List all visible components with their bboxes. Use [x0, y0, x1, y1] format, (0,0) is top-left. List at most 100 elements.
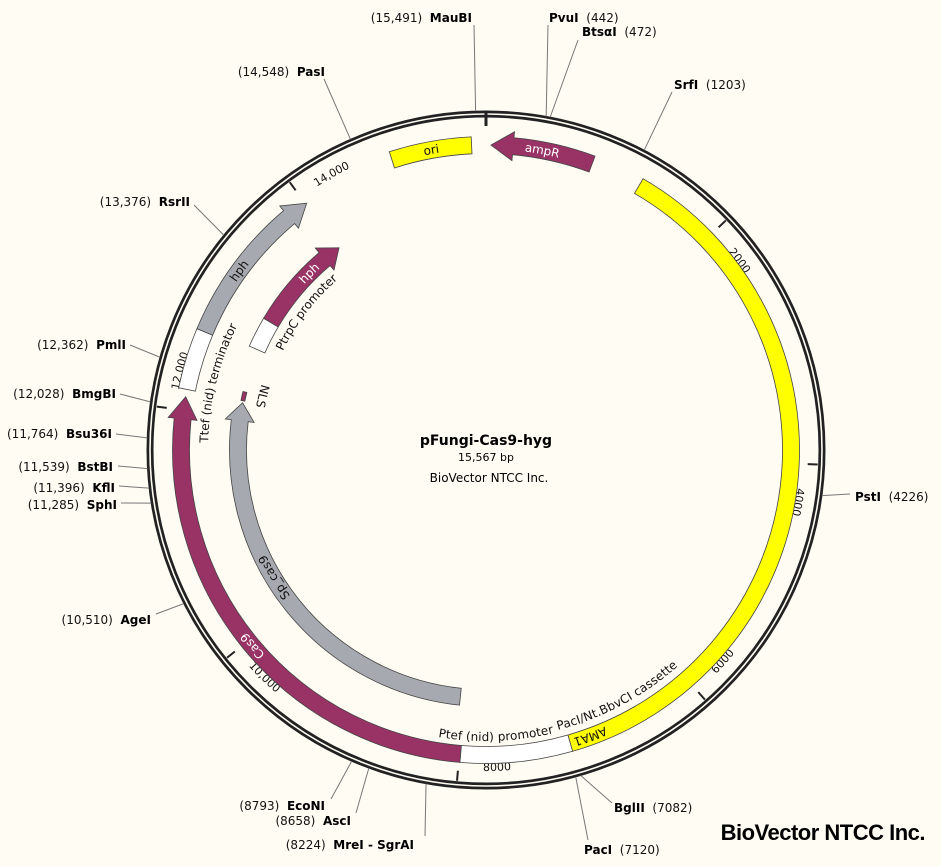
site-econi-name: EcoNI — [287, 799, 325, 813]
site-srfi-position: (1203) — [706, 78, 746, 92]
tick-mark — [456, 770, 459, 781]
feature-cas9[interactable] — [167, 396, 462, 763]
plasmid-length: 15,567 bp — [458, 451, 514, 464]
site-rsrii-name: RsrII — [159, 195, 190, 209]
site-pvui-label[interactable]: PvuI (442) — [549, 11, 619, 25]
site-agei-leader-line — [155, 603, 184, 615]
tick-mark — [226, 650, 236, 659]
spacer — [315, 814, 323, 828]
spacer — [151, 195, 159, 209]
spacer — [881, 490, 889, 504]
site-bmgbi-name: BmgBI — [72, 387, 116, 401]
site-bsu36i-leader-line — [115, 433, 148, 439]
site-maubi-leader-line — [473, 24, 477, 112]
site-rsrii-label[interactable]: (13,376) RsrII — [100, 195, 190, 209]
site-psti-label[interactable]: PstI (4226) — [855, 490, 928, 504]
site-agei-label[interactable]: (10,510) AgeI — [62, 613, 151, 627]
site-bglii-leader-line — [580, 775, 613, 804]
site-econi-leader-line — [330, 761, 353, 800]
site-kfli-position: (11,396) — [33, 481, 84, 495]
site-bglii-position: (7082) — [652, 801, 692, 815]
spacer — [617, 25, 625, 39]
site-kfli-label[interactable]: (11,396) KflI — [33, 481, 115, 495]
feature-sp-cas9[interactable] — [224, 402, 462, 706]
site-srfi-leader-line — [643, 91, 673, 151]
site-pvui-leader-line — [545, 24, 549, 117]
site-paci-label[interactable]: PacI (7120) — [584, 843, 660, 857]
site-bmgbi-leader-line — [119, 393, 151, 403]
feature-hph-inner[interactable] — [263, 247, 340, 328]
site-mrei-sgrai-label[interactable]: (8224) MreI - SgrAI — [286, 838, 414, 852]
site-lines — [115, 24, 851, 841]
site-kfli-name: KflI — [92, 481, 115, 495]
spacer — [113, 613, 121, 627]
site-bsu36i-name: Bsu36I — [66, 427, 112, 441]
site-paci-name: PacI — [584, 843, 612, 857]
feature-ampr-label: ampR — [524, 140, 561, 160]
feature-ptef-nid-promoter-label: Ptef (nid) promoter — [438, 722, 555, 744]
spacer — [88, 338, 96, 352]
site-bmgbi-position: (12,028) — [13, 387, 64, 401]
spacer — [58, 427, 66, 441]
site-pasi-label[interactable]: (14,548) PasI — [238, 65, 325, 79]
site-pmli-position: (12,362) — [37, 338, 88, 352]
brand-logo-text: BioVector NTCC Inc. — [720, 820, 926, 845]
site-bsu36i-position: (11,764) — [7, 427, 58, 441]
site-sphi-position: (11,285) — [28, 498, 79, 512]
site-paci-position: (7120) — [620, 843, 660, 857]
tick-mark — [156, 405, 167, 409]
tick-mark — [697, 691, 706, 701]
site-pasi-position: (14,548) — [238, 65, 289, 79]
site-bglii-label[interactable]: BglII (7082) — [614, 801, 692, 815]
feature-ori[interactable] — [388, 136, 473, 169]
site-mrei-sgrai-position: (8224) — [286, 838, 326, 852]
spacer — [85, 481, 93, 495]
tick-label: 14,000 — [311, 159, 351, 189]
site-bts-i-leader-line — [549, 39, 579, 118]
site-maubi-label[interactable]: (15,491) MauBI — [371, 11, 472, 25]
feature-ptef-nid-promoter-label-text: Ptef (nid) promoter — [438, 722, 555, 744]
center-label: pFungi-Cas9-hyg 15,567 bp BioVector NTCC… — [420, 433, 552, 485]
site-bsu36i-label[interactable]: (11,764) Bsu36I — [7, 427, 112, 441]
site-srfi-label[interactable]: SrfI (1203) — [674, 78, 746, 92]
feature-ampr-label-text: ampR — [524, 140, 561, 160]
site-bmgbi-label[interactable]: (12,028) BmgBI — [13, 387, 116, 401]
tick-mark — [288, 181, 297, 191]
site-bts-i-label[interactable]: BtsαI (472) — [582, 25, 657, 39]
site-psti-name: PstI — [855, 490, 881, 504]
site-rsrii-leader-line — [193, 204, 225, 236]
feature-hph[interactable] — [196, 202, 308, 336]
site-maubi-name: MauBI — [430, 11, 472, 25]
spacer — [422, 11, 430, 25]
site-bglii-name: BglII — [614, 801, 645, 815]
site-sphi-name: SphI — [87, 498, 117, 512]
spacer — [289, 65, 297, 79]
spacer — [279, 799, 287, 813]
feature-nls[interactable] — [240, 391, 248, 402]
site-pvui-name: PvuI — [549, 11, 579, 25]
site-srfi-name: SrfI — [674, 78, 698, 92]
feature-nls-label-text: NLS — [254, 383, 273, 409]
spacer — [326, 838, 334, 852]
site-pasi-leader-line — [323, 78, 351, 140]
feature-nls-label: NLS — [254, 383, 273, 409]
tick-mark — [717, 219, 727, 229]
site-labels: (15,491) MauBI PvuI (442)BtsαI (472) SrfI … — [7, 11, 928, 857]
backbone — [146, 110, 826, 790]
feature-ori-label-text: ori — [422, 141, 440, 158]
site-bts-i-position: (472) — [624, 25, 656, 39]
site-psti-leader-line — [821, 493, 851, 497]
site-econi-label[interactable]: (8793) EcoNI — [239, 799, 325, 813]
site-asci-label[interactable]: (8658) AscI — [275, 814, 351, 828]
plasmid-name: pFungi-Cas9-hyg — [420, 433, 552, 449]
site-pmli-label[interactable]: (12,362) PmlI — [37, 338, 126, 352]
tick-label-text: 14,000 — [311, 159, 351, 189]
site-paci-leader-line — [575, 776, 589, 841]
site-mrei-sgrai-leader-line — [424, 783, 427, 837]
site-bstbi-label[interactable]: (11,539) BstBI — [18, 460, 113, 474]
feature-ampr[interactable] — [490, 131, 596, 173]
site-sphi-label[interactable]: (11,285) SphI — [28, 498, 117, 512]
spacer — [579, 11, 587, 25]
spacer — [645, 801, 653, 815]
